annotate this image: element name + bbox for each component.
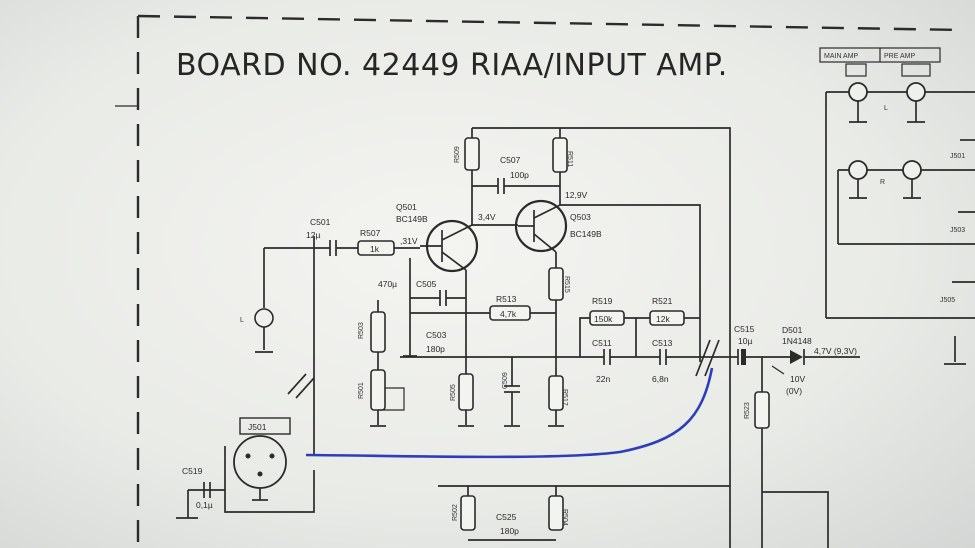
resistor-r515: R515 [548,252,570,376]
c513-value: 6,8n [652,374,669,384]
q501-type: BC149B [396,214,428,224]
c509-label: C509 [502,372,509,389]
j503-label: J503 [950,227,965,234]
board-title: BOARD NO. 42449 RIAA/INPUT AMP. [176,48,728,83]
c505-label: C505 [416,279,437,289]
output-wire [762,491,829,548]
voltage-0: (0V) [786,386,802,396]
r515-label: R515 [563,276,570,293]
q503-label: Q503 [570,212,591,222]
c525-label: C525 [496,512,517,522]
r505-label: R505 [450,384,457,401]
j501-label: J501 [950,153,965,160]
capacitor-c505: 470µ C505 [378,258,467,398]
r519-value: 150k [594,314,613,324]
c507-label: C507 [500,155,521,165]
resistor-r517: R517 [548,375,568,427]
resistor-r507: R507 1k ,31V [357,228,420,256]
c501-value: 12µ [306,230,320,240]
capacitor-c507: C507 100p [472,155,560,194]
board-outline [115,14,961,548]
c511-value: 22n [596,374,610,384]
amp-box-2: PRE AMP [884,53,915,60]
r511-label: R511 [566,151,573,167]
c513-label: C513 [652,338,673,348]
capacitor-c501: C501 12µ [306,217,358,256]
r521-value: 12k [656,314,670,324]
q501-label: Q501 [396,202,417,212]
r501-label: R501 [358,382,365,399]
input-jack: J501 C519 0,1µ [176,417,315,519]
lower-section: R502 R504 C525 180p [438,485,730,541]
r502-label: R502 [452,504,459,521]
c519-value: 0,1µ [196,500,213,510]
right-mark: R [880,179,885,186]
resistor-r511: R511 [552,128,573,205]
q503-collector-wire [560,204,701,362]
voltage-10: 10V [790,374,805,384]
c505-value: 470µ [378,279,397,289]
c507-value: 100p [510,170,529,180]
input-section: L [240,247,330,353]
capacitor-c509: C509 [502,357,520,427]
r521-label: R521 [652,296,673,306]
r513-label: R513 [496,294,517,304]
r519-label: R519 [592,296,613,306]
capacitor-c513: C513 6,8n [652,338,700,384]
r507-label: R507 [360,228,381,238]
resistor-r523: R523 [744,357,770,548]
voltage-12-9: 12,9V [565,190,588,200]
supply-rail [472,127,731,548]
resistor-r513: R513 4,7k [410,294,556,321]
d501-type: 1N4148 [782,336,812,346]
resistor-r501: R501 [358,369,405,427]
d501-label: D501 [782,325,803,335]
connector-panel: MAIN AMP PRE AMP L R J501 J503 J505 [819,47,975,365]
diode-d501: D501 1N4148 4,7V (9,3V) 10V (0V) [771,325,860,396]
capacitor-c511: C511 22n [580,318,660,384]
voltage-31: ,31V [400,236,418,246]
resistor-r503: R503 [358,300,386,370]
c503-value: 180p [426,344,445,354]
transistor-q501: Q501 BC149B [396,202,479,273]
resistor-r509: R509 [454,128,480,225]
c511-label: C511 [592,338,612,348]
voltage-3-4: 3,4V [478,212,496,222]
c503-label: C503 [426,330,447,340]
highlight-trace [305,367,714,459]
c525-value: 180p [500,526,519,536]
c515-label: C515 [734,324,755,334]
diode-voltage: 4,7V (9,3V) [814,346,857,356]
left-mark: L [884,105,888,112]
c519-label: C519 [182,466,203,476]
jack-label: J501 [248,422,267,432]
r507-value: 1k [370,244,380,254]
capacitor-c503: C503 180p [400,330,580,358]
c501-label: C501 [310,217,331,227]
amp-box-1: MAIN AMP [824,53,859,60]
c515-value: 10µ [738,336,752,346]
transistor-q503: Q503 BC149B [514,199,602,253]
resistor-r521: R521 12k [624,296,700,326]
r504-label: R504 [561,509,568,526]
r509-label: R509 [454,146,461,163]
resistor-r505: R505 [450,373,474,427]
r513-value: 4,7k [500,309,517,319]
q503-type: BC149B [570,229,602,239]
r517-label: R517 [561,389,568,406]
source-mark: L [240,317,244,324]
r503-label: R503 [358,322,365,339]
r523-label: R523 [744,402,751,419]
j505-label: J505 [940,297,955,304]
capacitor-c515: C515 10µ [734,324,790,365]
